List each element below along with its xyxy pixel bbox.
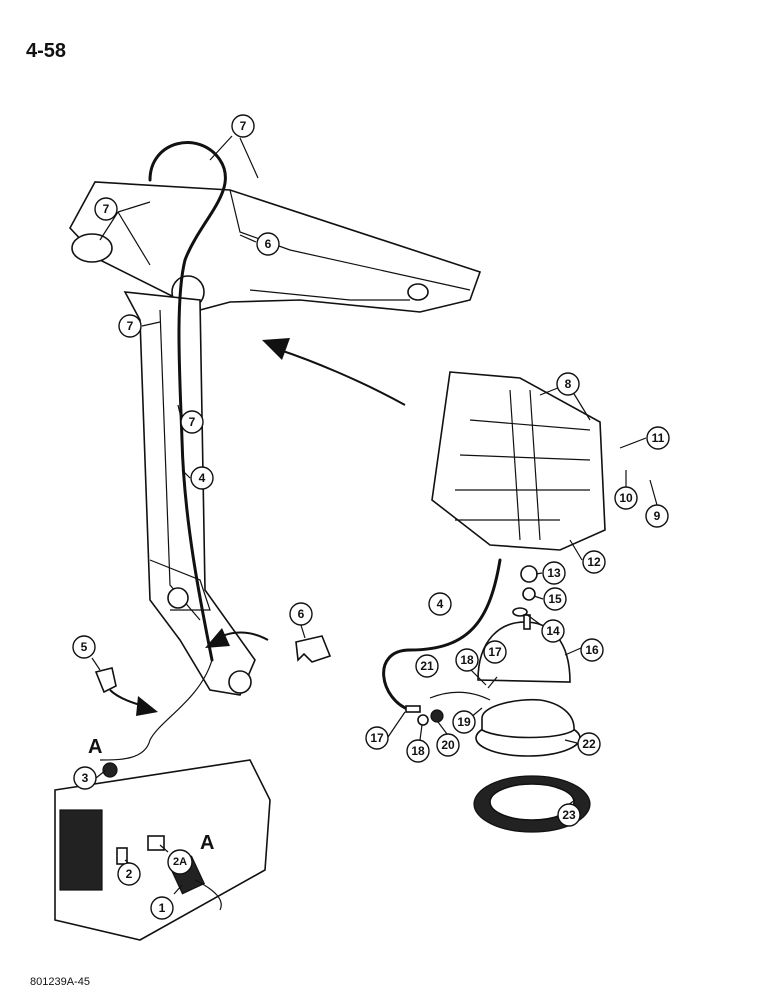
svg-text:2A: 2A	[173, 856, 187, 868]
callout-7c: 7	[118, 314, 142, 338]
diagram-code: 801239A-45	[30, 976, 90, 988]
connection-letter-a-right: A	[200, 832, 215, 854]
svg-text:6: 6	[265, 237, 272, 251]
callout-3: 3	[73, 766, 97, 790]
callout-23: 23	[557, 803, 581, 827]
callout-18a: 18	[455, 648, 479, 672]
svg-text:17: 17	[488, 645, 502, 659]
callout-1: 1	[150, 896, 174, 920]
svg-text:2: 2	[126, 867, 133, 881]
svg-text:20: 20	[441, 738, 455, 752]
callout-15: 15	[543, 587, 567, 611]
svg-text:8: 8	[565, 377, 572, 391]
callout-4a: 4	[190, 466, 214, 490]
callout-6a: 6	[256, 232, 280, 256]
callout-19: 19	[452, 710, 476, 734]
svg-text:14: 14	[546, 624, 560, 638]
clamp-part-6	[295, 635, 332, 663]
svg-text:7: 7	[127, 319, 134, 333]
dipper-illustration	[123, 291, 256, 696]
svg-text:7: 7	[240, 119, 247, 133]
callout-22: 22	[577, 732, 601, 756]
light-guard-assembly	[382, 371, 606, 833]
svg-text:7: 7	[189, 415, 196, 429]
callout-16: 16	[580, 638, 604, 662]
svg-text:18: 18	[411, 744, 425, 758]
cab-components	[54, 635, 332, 941]
svg-text:1: 1	[159, 901, 166, 915]
callout-13: 13	[542, 561, 566, 585]
svg-text:5: 5	[81, 640, 88, 654]
callout-4b: 4	[428, 592, 452, 616]
hose-on-arm	[148, 141, 227, 662]
svg-text:21: 21	[420, 659, 434, 673]
callout-21: 21	[415, 654, 439, 678]
svg-text:22: 22	[582, 737, 596, 751]
page-number: 4-58	[26, 40, 67, 62]
svg-text:3: 3	[82, 771, 89, 785]
callout-2a: 2A	[167, 849, 193, 875]
callout-12: 12	[582, 550, 606, 574]
svg-text:15: 15	[548, 592, 562, 606]
callout-5: 5	[72, 635, 96, 659]
callout-7b: 7	[94, 197, 118, 221]
callout-8: 8	[556, 372, 580, 396]
callout-17a: 17	[483, 640, 507, 664]
svg-text:4: 4	[437, 597, 444, 611]
svg-text:16: 16	[585, 643, 599, 657]
callout-10: 10	[614, 486, 638, 510]
svg-text:13: 13	[547, 566, 561, 580]
callout-18b: 18	[406, 739, 430, 763]
callout-14: 14	[541, 619, 565, 643]
callout-6b: 6	[289, 602, 313, 626]
callout-2: 2	[117, 862, 141, 886]
svg-text:10: 10	[619, 491, 633, 505]
svg-text:4: 4	[199, 471, 206, 485]
clamp-part-5	[94, 667, 117, 694]
direction-arrows	[109, 338, 406, 716]
svg-text:19: 19	[457, 715, 471, 729]
callout-9: 9	[645, 504, 669, 528]
svg-text:17: 17	[370, 731, 384, 745]
svg-text:23: 23	[562, 808, 576, 822]
callout-17b: 17	[365, 726, 389, 750]
svg-text:18: 18	[460, 653, 474, 667]
callout-20: 20	[436, 733, 460, 757]
callouts: 7 7 6 7 7 4 8 11 10 9 12 13 15 14 4 16 2…	[72, 114, 670, 920]
svg-text:9: 9	[654, 509, 661, 523]
callout-11: 11	[646, 426, 670, 450]
connection-letter-a-left: A	[88, 736, 103, 758]
svg-text:7: 7	[103, 202, 110, 216]
svg-text:12: 12	[587, 555, 601, 569]
svg-text:11: 11	[652, 431, 665, 445]
callout-7d: 7	[180, 410, 204, 434]
callout-7a: 7	[231, 114, 255, 138]
svg-text:6: 6	[298, 607, 305, 621]
